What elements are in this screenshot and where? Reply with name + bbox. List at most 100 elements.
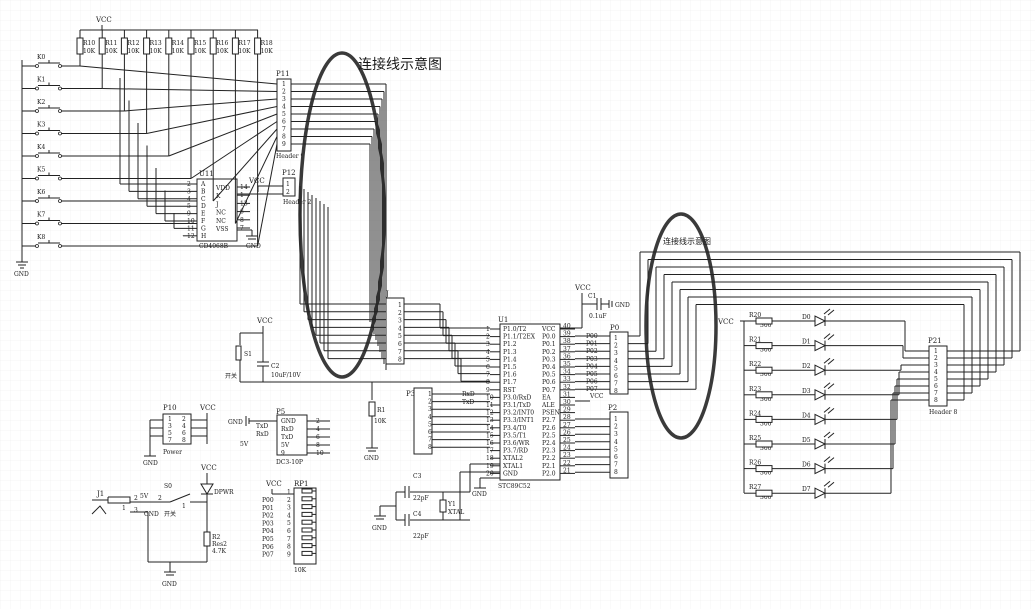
u1-pin-number: 15 [486, 432, 494, 439]
vcc-label: VCC [200, 464, 217, 472]
p2-pin: 3 [614, 431, 618, 438]
p11-pin: 4 [282, 104, 286, 111]
u1-pin-signal: P1.6 [503, 372, 517, 379]
led-resistor-ref: R25 [749, 435, 761, 442]
vcc-label: VCC [574, 284, 591, 292]
u1-pin-signal: P1.3 [503, 349, 517, 356]
u1-pin-signal: P1.0/T2 [503, 326, 527, 333]
u11-pin-signal: F [201, 218, 205, 225]
u11-part: CD4068B [199, 243, 229, 250]
resistor-value: 10K [238, 48, 251, 55]
u11-pin-signal: D [201, 203, 206, 210]
vcc-label: VCC [265, 480, 282, 488]
u1-pin-signal: P1.1/T2EX [503, 334, 536, 341]
svg-text:RxD: RxD [462, 391, 475, 398]
s1-label: 开关 [225, 372, 237, 380]
rp1-val: 10K [294, 567, 307, 574]
u1-pin-signal: P2.2 [542, 455, 556, 462]
p2-pin: 8 [614, 469, 618, 476]
u1-pin-number: 36 [563, 353, 571, 360]
svg-text:5V: 5V [240, 441, 249, 448]
u11-pin-signal: G [201, 225, 206, 232]
rp1-net: P05 [262, 536, 274, 543]
resistor-ref: R15 [194, 40, 206, 47]
led-ref: D2 [802, 363, 811, 370]
p10-pin: 7 [168, 437, 172, 444]
svg-text:TxD: TxD [256, 423, 268, 430]
led-ref: D1 [802, 339, 811, 346]
u1-pin-signal: P1.5 [503, 364, 517, 371]
u1-pin-signal: P3.6/WR [503, 440, 530, 447]
p12-header: P12 1 2 Header 2 VCC GND [237, 169, 312, 250]
gnd-label: GND [246, 243, 261, 250]
led-ref: D3 [802, 388, 811, 395]
p3-ref: P3 [406, 390, 415, 398]
u1-pin-signal: XTAL2 [503, 455, 523, 462]
u1-pin-signal: P1.4 [503, 356, 517, 363]
u1-pin-number: 10 [486, 394, 494, 401]
u1-pin-number: 27 [563, 422, 571, 429]
u1-pin-number: 34 [563, 369, 571, 376]
p10-pin: 1 [168, 416, 172, 423]
r1-ref: R1 [377, 407, 385, 414]
u11-pin-signal: H [201, 233, 206, 240]
u11-pin-signal: NC [216, 218, 226, 225]
p2-pin: 6 [614, 454, 618, 461]
u1-pin-number: 20 [486, 470, 494, 477]
r2-val: 4.7K [212, 548, 227, 555]
u1-pin-number: 35 [563, 361, 571, 368]
u1-pin-number: 17 [486, 448, 494, 455]
led-resistor-ref: R20 [749, 312, 761, 319]
gnd-label: GND [228, 419, 243, 426]
u11-pin-signal: J [215, 201, 219, 208]
u1-pin-number: 14 [486, 425, 494, 432]
p11-pin: 5 [282, 111, 286, 118]
p5-name: DC3-10P [276, 459, 303, 466]
u1-pin-signal: PSEN [542, 410, 560, 417]
p2-pin: 2 [614, 424, 618, 431]
u1-pin-number: 33 [563, 376, 571, 383]
p0-pin: 6 [614, 373, 618, 380]
u1-pin-signal: P0.4 [542, 364, 556, 371]
u1-pin-signal: P2.5 [542, 432, 556, 439]
u1-pin-signal: XTAL1 [503, 463, 523, 470]
led-resistor-value: 300 [760, 396, 772, 403]
dpwr-ref: DPWR [214, 489, 234, 496]
resistor-value: 10K [150, 48, 163, 55]
u1-pin-number: 9 [486, 387, 490, 394]
p11-pin: 6 [282, 119, 286, 126]
key-k4-ref: K4 [37, 144, 45, 151]
u1-pin-number: 37 [563, 346, 571, 353]
key-k2-ref: K2 [37, 99, 45, 106]
header-pin: 4 [398, 325, 402, 332]
svg-text:2: 2 [286, 189, 290, 196]
led-resistor-value: 300 [760, 494, 772, 501]
y1-val: XTAL [448, 509, 464, 516]
u1-pin-number: 38 [563, 338, 571, 345]
u11-pin-signal: A [200, 181, 206, 188]
led-block: VCC R20300D0R21300D1R22300D2R23300D3R243… [717, 308, 929, 501]
p3-pin: 1 [428, 391, 432, 398]
resistor-value: 10K [261, 48, 274, 55]
p5-signal: 9 [281, 450, 285, 457]
s0-label: 开关 [164, 510, 176, 518]
u1-pin-signal: P1.7 [503, 379, 517, 386]
p5-signal: 5V [281, 442, 290, 449]
u1-pin-signal: GND [503, 470, 518, 477]
power-input-circuit: J1 2 3 1 5V GND S0 2 1 开关 VCC DPWR R2 Re… [91, 464, 234, 588]
r2-ref: R2 [212, 534, 221, 541]
u1-pin-number: 16 [486, 440, 494, 447]
u1-pin-signal: P1.2 [503, 341, 517, 348]
resistor-ref: R16 [216, 40, 228, 47]
svg-text:RxD: RxD [256, 431, 269, 438]
rp1-resistor-pack: VCC RP1 123456789P00P01P02P03P04P05P06P0… [262, 480, 317, 574]
p3-pin: 4 [428, 414, 432, 421]
u1-pin-signal: P0.1 [542, 341, 556, 348]
p21-pin: 3 [934, 362, 938, 369]
p0-pin: 8 [614, 388, 618, 395]
header-pin: 6 [398, 341, 402, 348]
u1-pin-number: 8 [486, 379, 490, 386]
